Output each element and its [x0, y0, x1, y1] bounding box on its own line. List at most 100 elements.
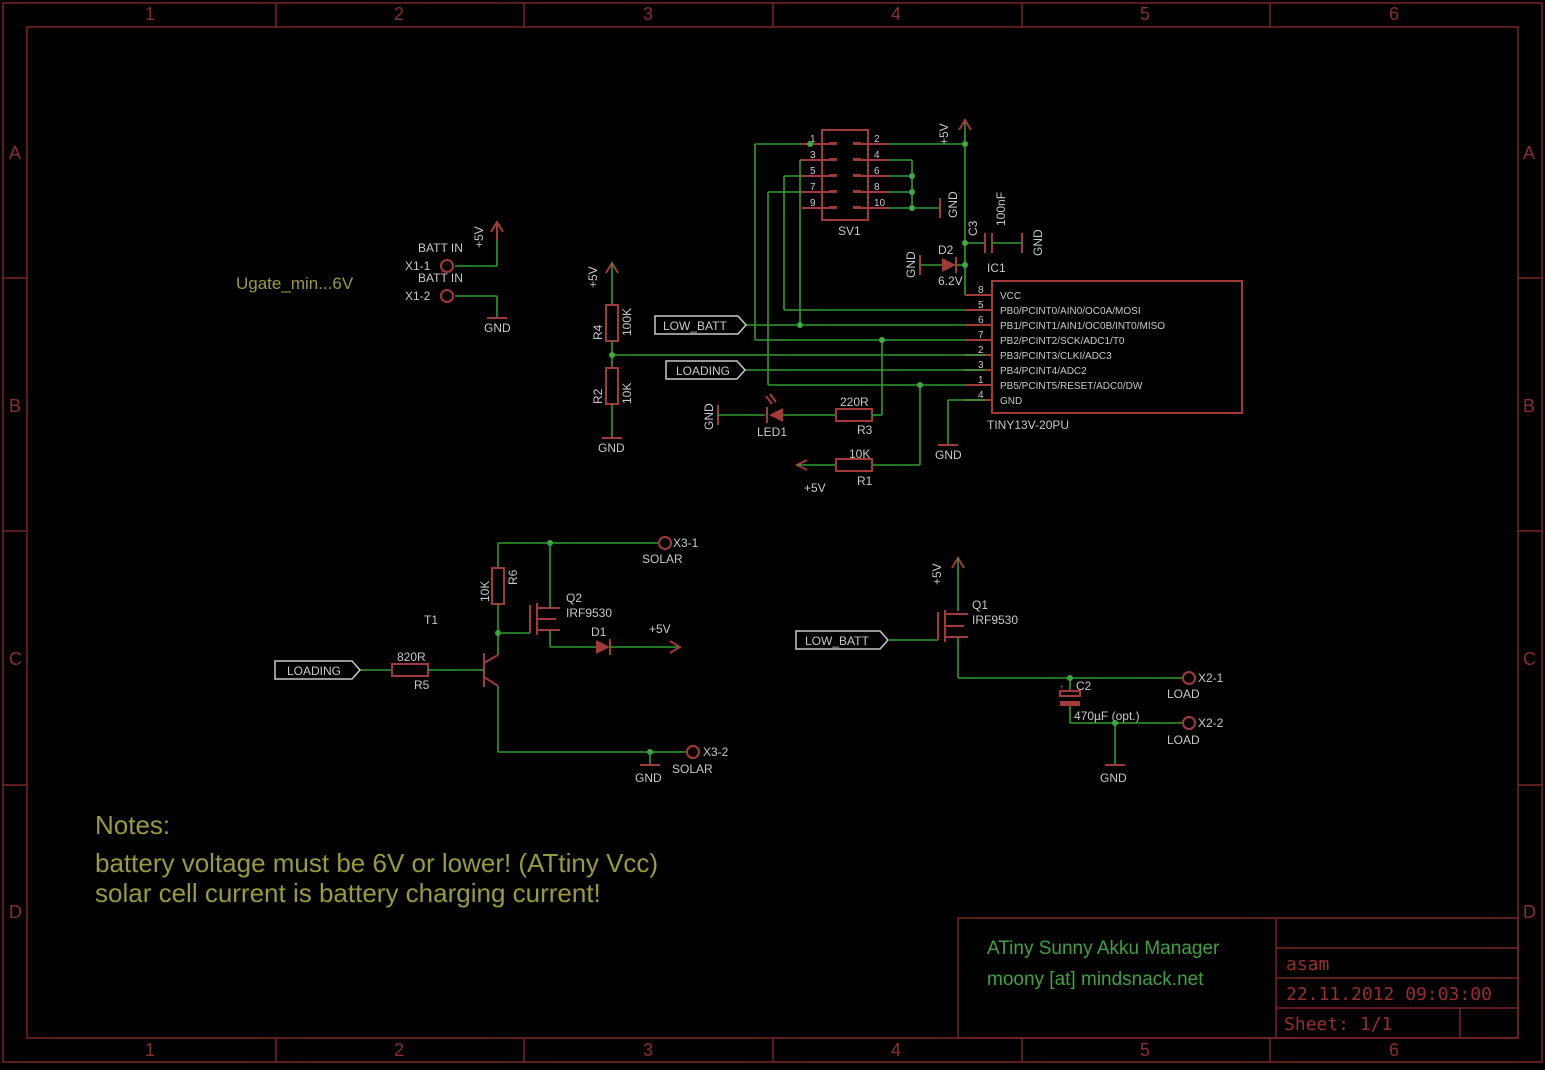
net-label-low-batt: LOW_BATT — [654, 315, 748, 335]
sv1-pin: 7 — [810, 182, 816, 193]
row-label-right: C — [1523, 649, 1536, 669]
x1-1-label: X1-1 — [405, 259, 431, 273]
col-label-top: 4 — [891, 4, 901, 24]
load-label-1: LOAD — [1167, 687, 1200, 701]
ic1-pin-number: 1 — [978, 375, 984, 386]
r6-value: 10K — [478, 581, 492, 602]
col-label-bottom: 3 — [643, 1040, 653, 1060]
vplus-label: +5V — [472, 226, 486, 248]
gnd-label: GND — [1100, 771, 1127, 785]
row-label-left: B — [9, 396, 21, 416]
ic1-name: IC1 — [987, 261, 1006, 275]
r4-name: R4 — [591, 324, 605, 340]
d2-name: D2 — [938, 243, 954, 257]
batt-in-label-2: BATT IN — [418, 271, 463, 285]
ic1-pin-number: 5 — [978, 300, 984, 311]
ic1-pin-number: 8 — [978, 285, 984, 296]
ugate-note: Ugate_min...6V — [236, 274, 354, 293]
notes-heading: Notes: — [95, 810, 170, 840]
col-label-top: 2 — [394, 4, 404, 24]
col-label-bottom: 1 — [145, 1040, 155, 1060]
load-label-2: LOAD — [1167, 733, 1200, 747]
c2-name: C2 — [1076, 679, 1092, 693]
r1-name: R1 — [857, 474, 873, 488]
ic1-pin-name: GND — [1000, 396, 1022, 407]
t1-name: T1 — [424, 613, 438, 627]
col-label-top: 3 — [643, 4, 653, 24]
net-label-loading: LOADING — [665, 360, 747, 380]
r3-value: 220R — [840, 395, 869, 409]
sv1-name: SV1 — [838, 224, 861, 238]
led1-r3: GND LED1 220R R3 — [702, 393, 882, 439]
r1-pullup: 10K R1 +5V — [794, 447, 920, 495]
gnd-label: GND — [598, 441, 625, 455]
ic1-pin-name: PB2/PCINT2/SCK/ADC1/T0 — [1000, 336, 1125, 347]
c2-polarity: + — [1059, 682, 1064, 692]
sv1-pin: 4 — [874, 150, 880, 161]
header-sv1: 1 2 3 4 5 6 7 8 9 10 SV1 — [802, 129, 890, 238]
r2-name: R2 — [591, 388, 605, 404]
gnd-label: GND — [904, 251, 918, 278]
divider-r4-r2: +5V R4 100K R2 10K GND — [586, 261, 634, 455]
ic1-pin-number: 6 — [978, 315, 984, 326]
loading-text: LOADING — [287, 664, 341, 678]
gnd-label: GND — [1031, 229, 1045, 256]
sv1-pin: 1 — [810, 134, 816, 145]
q1-value: IRF9530 — [972, 613, 1018, 627]
solar-charger: X3-1 SOLAR 10K R6 Q2 IRF9530 D1 +5V T1 — [274, 536, 729, 785]
notes-line-1: battery voltage must be 6V or lower! (AT… — [95, 848, 658, 878]
x3-2-label: X3-2 — [703, 745, 729, 759]
row-label-right: D — [1523, 902, 1536, 922]
vplus-label: +5V — [930, 563, 944, 585]
c3-name: C3 — [966, 220, 980, 236]
row-label-right: B — [1523, 396, 1535, 416]
sv1-pin: 3 — [810, 150, 816, 161]
title-block: ATiny Sunny Akku Manager moony [at] mind… — [957, 917, 1519, 1039]
sheet-number: Sheet: 1/1 — [1284, 1014, 1392, 1035]
ic1-pin-name: PB4/PCINT4/ADC2 — [1000, 366, 1087, 377]
low-batt-text: LOW_BATT — [805, 634, 869, 648]
gnd-label: GND — [946, 191, 960, 218]
ic1-pin-name: VCC — [1000, 291, 1021, 302]
solar-label-2: SOLAR — [672, 762, 713, 776]
x2-2-label: X2-2 — [1198, 716, 1224, 730]
vplus-label: +5V — [649, 622, 671, 636]
r3-name: R3 — [857, 423, 873, 437]
ic1-pin-name: PB3/PCINT3/CLKI/ADC3 — [1000, 351, 1112, 362]
c3-value: 100nF — [994, 192, 1008, 226]
row-label-left: C — [9, 649, 22, 669]
vplus-label: +5V — [586, 266, 600, 288]
notes-line-2: solar cell current is battery charging c… — [95, 878, 601, 908]
q2-value: IRF9530 — [566, 606, 612, 620]
col-label-top: 6 — [1389, 4, 1399, 24]
x1-2-label: X1-2 — [405, 289, 431, 303]
ic1-value: TINY13V-20PU — [987, 418, 1069, 432]
vplus-label: +5V — [804, 481, 826, 495]
col-label-bottom: 4 — [891, 1040, 901, 1060]
led1-name: LED1 — [757, 425, 787, 439]
d1-name: D1 — [591, 625, 607, 639]
q2-name: Q2 — [566, 591, 582, 605]
sv1-pin: 10 — [874, 198, 886, 209]
title-text: ATiny Sunny Akku Manager — [987, 938, 1220, 959]
sv1-pin: 9 — [810, 198, 816, 209]
load-switch: +5V LOW_BATT Q1 IRF9530 X2-1 LOAD + C2 4… — [795, 556, 1224, 785]
x2-1-label: X2-1 — [1198, 671, 1224, 685]
x3-1-label: X3-1 — [673, 536, 699, 550]
sv1-pin: 2 — [874, 134, 880, 145]
r2-value: 10K — [620, 383, 634, 404]
gnd-label: GND — [935, 448, 962, 462]
solar-label-1: SOLAR — [642, 552, 683, 566]
r1-value: 10K — [849, 447, 870, 461]
col-label-top: 5 — [1140, 4, 1150, 24]
sv1-wires — [745, 143, 985, 386]
col-label-top: 1 — [145, 4, 155, 24]
col-label-bottom: 2 — [394, 1040, 404, 1060]
gnd-label: GND — [484, 321, 511, 335]
gnd-label: GND — [702, 403, 716, 430]
ic1-pin-name: PB5/PCINT5/RESET/ADC0/DW — [1000, 381, 1143, 392]
batt-in-label-1: BATT IN — [418, 241, 463, 255]
row-label-right: A — [1523, 143, 1535, 163]
